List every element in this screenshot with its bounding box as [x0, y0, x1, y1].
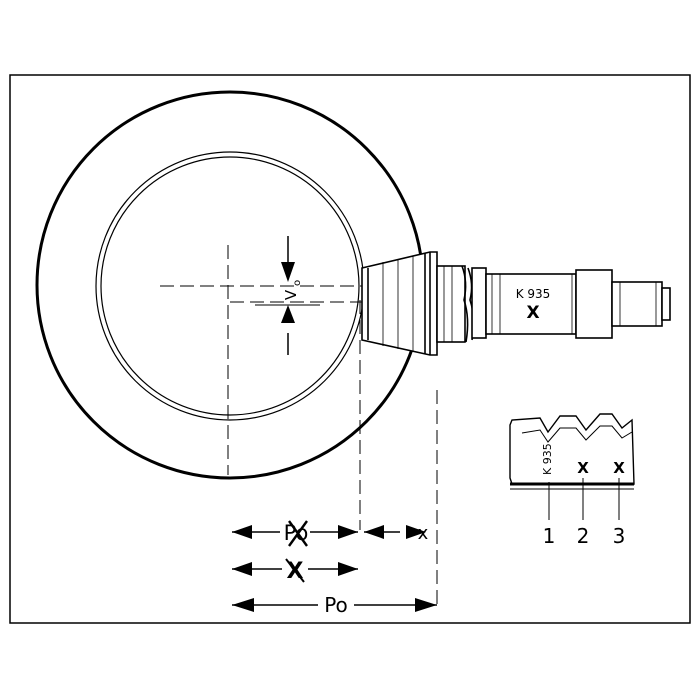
x-small-label: x — [418, 523, 429, 544]
drawing-frame — [9, 74, 691, 624]
svg-text:V: V — [282, 289, 300, 300]
tooth-leader-lines — [548, 478, 620, 520]
dimension-x-small — [364, 525, 426, 539]
po-label: Po — [324, 593, 348, 617]
callout-1: 1 — [543, 524, 556, 548]
ring-gear-bore-circle — [100, 156, 360, 416]
tooth-detail — [509, 413, 635, 490]
po-cross-mark — [288, 520, 308, 547]
callout-2: 2 — [577, 524, 590, 548]
pinion-shaft — [436, 265, 671, 343]
dimension-po-crossed — [232, 525, 358, 539]
vo-dimension — [255, 236, 320, 355]
x-cross-mark — [285, 558, 305, 583]
dimension-x-crossed — [232, 562, 358, 576]
tooth-mark-2: X — [577, 459, 589, 477]
vo-label: V o — [282, 280, 303, 300]
shaft-code-label: K 935 — [516, 287, 551, 301]
callout-3: 3 — [613, 524, 626, 548]
pinion-gear — [361, 251, 438, 356]
tooth-code-label: K 935 — [541, 443, 554, 475]
svg-text:o: o — [292, 280, 303, 286]
shaft-mark-label: X — [526, 303, 539, 323]
tooth-mark-3: X — [613, 459, 625, 477]
dimension-po — [232, 598, 437, 612]
